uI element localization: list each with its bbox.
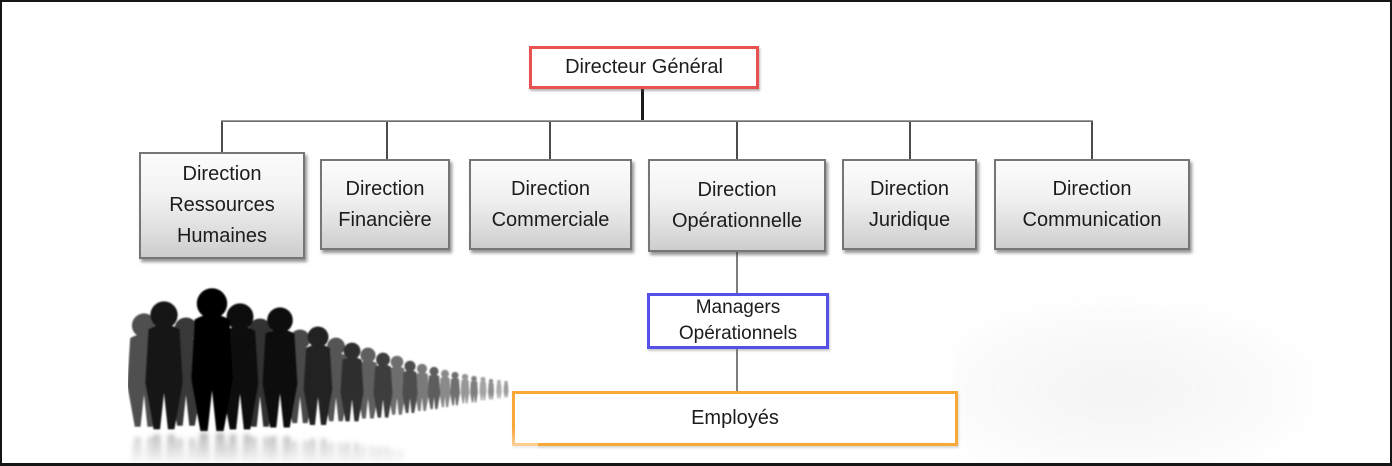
box-directeur-general: Directeur Général [529,46,759,89]
box-direction-juridique-label: Direction Juridique [868,177,951,231]
box-directeur-general-label: Directeur Général [565,56,723,78]
connector-root-stem [641,88,644,122]
box-direction-commerciale: Direction Commerciale [469,159,632,250]
connector-drop-rh [221,122,223,153]
box-direction-commerciale-label: Direction Commerciale [491,177,610,231]
box-direction-operationnelle-label: Direction Opérationnelle [671,178,803,232]
connector-managers-employes [736,349,738,391]
box-managers-operationnels-label: Managers Opérationnels [678,297,798,344]
box-direction-ressources-humaines: Direction Ressources Humaines [139,152,305,259]
box-employes-label: Employés [691,407,779,429]
box-direction-financiere-label: Direction Financière [338,177,432,231]
connector-horizontal [221,120,1093,122]
box-direction-financiere: Direction Financière [320,159,450,250]
box-employes: Employés [512,391,958,446]
connector-drop-communication [1091,122,1093,160]
box-direction-communication-label: Direction Communication [1022,177,1162,231]
box-direction-juridique: Direction Juridique [842,159,977,250]
connector-drop-operationnelle [736,122,738,160]
connector-operationnelle-managers [736,252,738,293]
box-direction-communication: Direction Communication [994,159,1190,250]
box-direction-operationnelle: Direction Opérationnelle [648,159,826,252]
connector-drop-financiere [386,122,388,160]
connector-drop-juridique [909,122,911,160]
box-direction-rh-label: Direction Ressources Humaines [169,163,275,247]
box-managers-operationnels: Managers Opérationnels [647,293,829,349]
background-watermark [952,297,1322,463]
connector-drop-commerciale [549,122,551,160]
crowd-silhouette-image [128,282,538,463]
